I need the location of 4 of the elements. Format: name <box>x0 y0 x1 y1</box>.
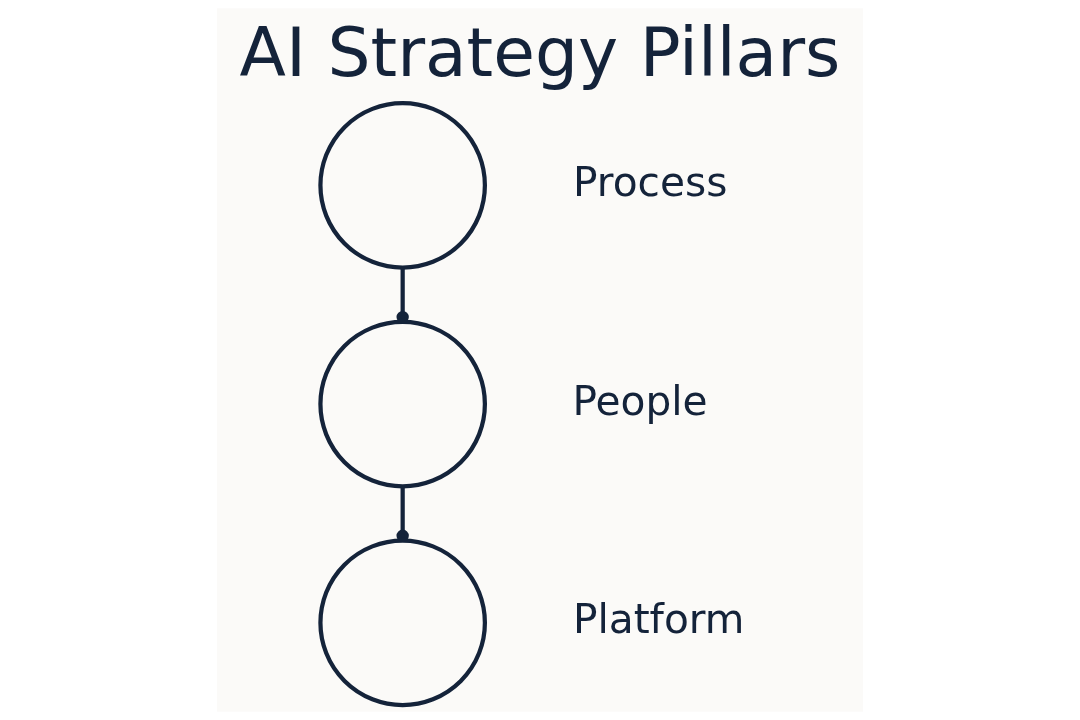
node-label: People <box>572 376 708 425</box>
node-label: Platform <box>572 595 745 644</box>
node-label: Process <box>573 157 728 206</box>
diagram-title: AI Strategy Pillars <box>239 13 841 92</box>
